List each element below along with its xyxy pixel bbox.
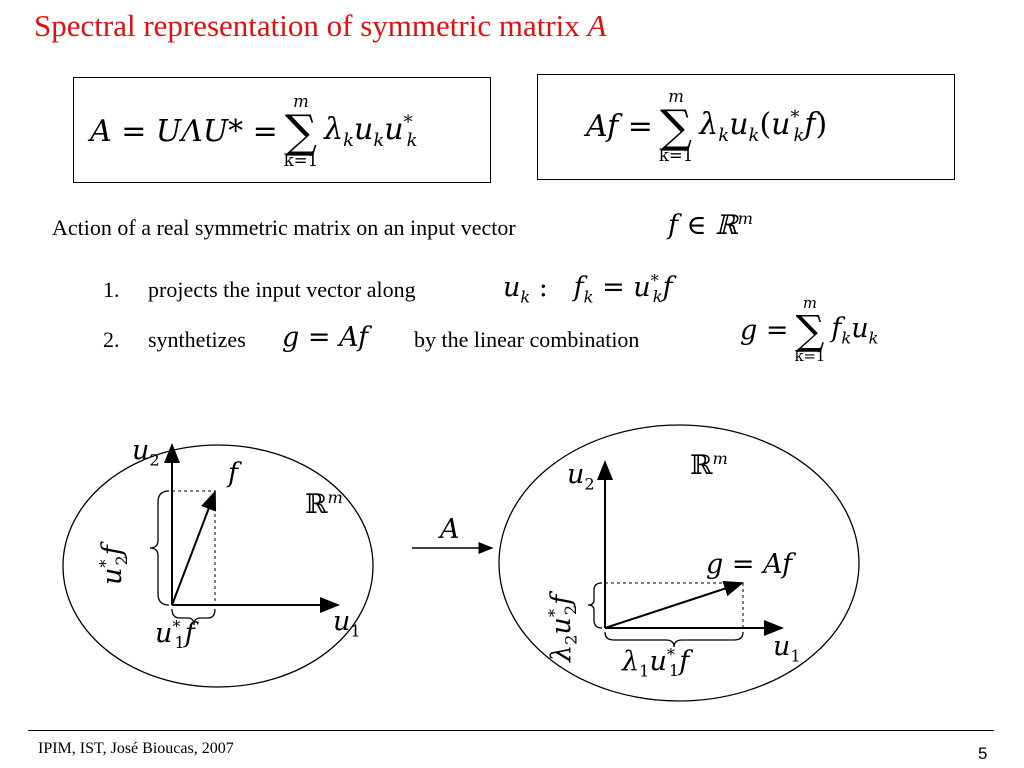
sum-symbol: m ∑ k=1 [283,92,319,171]
left-brace-y [149,490,170,606]
item1-math: uk : fk = u*kf [503,271,673,307]
intro-math: f ∈ ℝm [668,209,753,241]
list-item-text: synthetizes [148,327,246,352]
sum-symbol: m ∑ k=1 [794,294,826,366]
left-space-ellipse [62,444,374,688]
formula-box-action: Af = m ∑ k=1 λkuk(u*kf) [537,74,955,180]
left-space-label: ℝm [305,488,343,520]
item2-math: g = Af [282,322,369,353]
list-item-number: 2. [103,327,120,352]
right-axis-u2-label: u2 [567,459,595,494]
left-vector-f [171,490,217,606]
formula-spectral-rhs: λkuku*k [324,112,418,152]
right-vector-g-label: g = Af [706,549,793,580]
right-proj-x-label: λ1u*1f [622,645,690,681]
page-number: 5 [978,744,988,763]
intro-text: Action of a real symmetric matrix on an … [52,215,516,240]
item2-sum: g = m ∑ k=1 fkuk [740,294,879,366]
left-vector-f-label: f [228,458,238,489]
formula-spectral-lhs: A = UΛU* = [90,114,278,150]
left-proj-x-label: u*1f [155,617,195,653]
right-proj-y-label: λ2u*2f [545,594,581,662]
list-item-text: projects the input vector along [148,277,416,302]
arrow-A-label: A [440,514,460,545]
left-axis-u2-label: u2 [132,435,160,470]
formula-action-rhs: λkuk(u*kf) [699,107,828,147]
left-projection-guides [172,490,216,605]
formula-action-lhs: Af = [586,109,653,145]
right-projection-guides [605,582,744,628]
right-brace-y [587,582,603,629]
right-space-label: ℝm [690,449,728,481]
footer-citation: IPIM, IST, José Bioucas, 2007 [38,740,234,757]
slide-title: Spectral representation of symmetric mat… [34,8,607,43]
sum-symbol: m ∑ k=1 [658,87,694,166]
left-axis-u1-label: u1 [333,606,361,641]
left-brace-x [171,608,216,626]
formula-box-spectral: A = UΛU* = m ∑ k=1 λkuku*k [73,77,491,183]
list-item-text-2: by the linear combination [414,327,640,352]
footer-divider [28,730,994,731]
right-space-ellipse [498,424,860,702]
right-axis-u1-label: u1 [773,631,801,666]
right-vector-g [604,581,744,629]
list-item-number: 1. [103,277,120,302]
left-proj-y-label: u*2f [96,545,132,585]
right-brace-x [604,631,744,648]
